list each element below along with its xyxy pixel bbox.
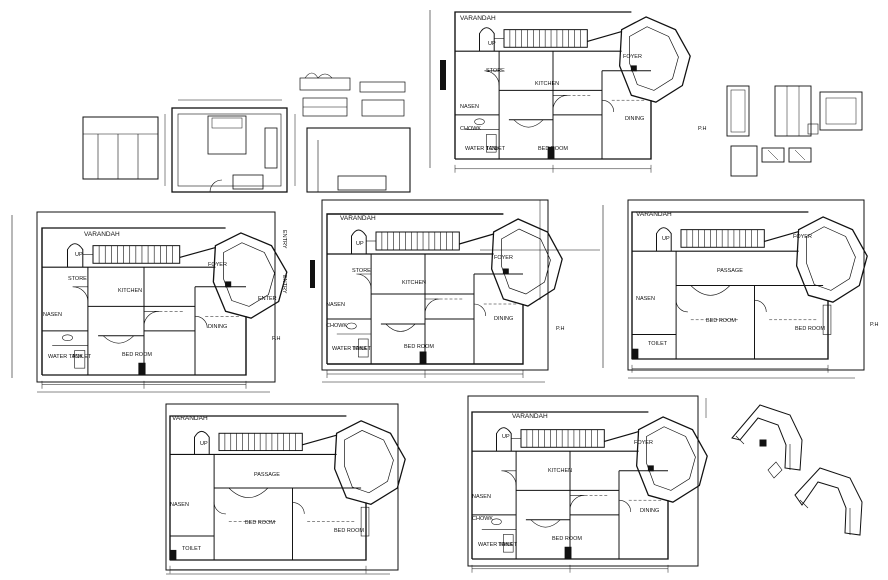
room-label: BED ROOM xyxy=(245,520,275,526)
plan-title: VARANDAH xyxy=(636,211,672,218)
room-label: NASEN xyxy=(472,494,491,500)
room-label: WATER TANK xyxy=(478,542,513,548)
room-label: BED ROOM xyxy=(706,318,736,324)
room-label: CHOWK xyxy=(472,516,493,522)
room-label: NASEN xyxy=(460,104,479,110)
room-label: BED ROOM xyxy=(334,528,364,534)
room-label: NASEN xyxy=(326,302,345,308)
room-label: TOILET xyxy=(182,546,202,552)
room-label: NASEN xyxy=(170,502,189,508)
room-label: UP xyxy=(200,441,208,447)
room-label: KITCHEN xyxy=(535,81,559,87)
room-label: UP xyxy=(356,241,364,247)
floor-plan-top: VARANDAH UP FOYER KITCHEN STORE NASEN CH… xyxy=(429,10,706,174)
room-label: STORE xyxy=(352,268,371,274)
room-label: KITCHEN xyxy=(402,280,426,286)
room-label: BED ROOM xyxy=(538,146,568,152)
plan-title: VARANDAH xyxy=(460,15,496,22)
room-label: TOILET xyxy=(498,542,518,548)
room-label: UP xyxy=(662,236,670,242)
room-label: WATER TANK xyxy=(48,354,83,360)
room-label: BED ROOM xyxy=(122,352,152,358)
room-label: TOILET xyxy=(486,146,506,152)
room-label: FOYER xyxy=(793,234,812,240)
room-label: STORE xyxy=(68,276,87,282)
room-label: UP xyxy=(502,434,510,440)
room-label: FOYER xyxy=(623,54,642,60)
room-label: FOYER xyxy=(494,255,513,261)
room-label: ENTRY xyxy=(281,275,287,294)
floor-plan-right: VARANDAH UP FOYER PASSAGE NASEN TOILET B… xyxy=(602,199,878,379)
room-label: DINING xyxy=(625,116,644,122)
plan-title: VARANDAH xyxy=(340,215,376,222)
room-label: P.H xyxy=(272,336,280,342)
room-label: CHOWK xyxy=(326,323,347,329)
room-label: TOILET xyxy=(352,346,372,352)
room-label: FOYER xyxy=(208,262,227,268)
room-label: DINING xyxy=(494,316,513,322)
room-label: BED ROOM xyxy=(552,536,582,542)
room-label: TOILET xyxy=(648,341,668,347)
room-label: BED ROOM xyxy=(404,344,434,350)
plan-title: VARANDAH xyxy=(84,231,120,238)
room-label: CHOWK xyxy=(460,126,481,132)
floor-plan-left: VARANDAH UP FOYER KITCHEN STORE NASEN WA… xyxy=(11,211,288,393)
room-label: TOILET xyxy=(72,354,92,360)
room-label: KITCHEN xyxy=(118,288,142,294)
room-label: PASSAGE xyxy=(717,268,743,274)
room-label: ENTRY xyxy=(281,230,287,249)
room-label: ENTER xyxy=(258,296,277,302)
window-details xyxy=(726,85,863,177)
room-label: STORE xyxy=(486,68,505,74)
room-label: UP xyxy=(488,41,496,47)
plan-title: VARANDAH xyxy=(172,415,208,422)
room-label: BED ROOM xyxy=(795,326,825,332)
bay-window-details xyxy=(731,404,863,536)
room-label: DINING xyxy=(208,324,227,330)
room-label: P.H xyxy=(870,322,878,328)
room-label: NASEN xyxy=(636,296,655,302)
room-label: PASSAGE xyxy=(254,472,280,478)
room-label: DINING xyxy=(640,508,659,514)
floor-plan-bottom-left: VARANDAH UP PASSAGE NASEN TOILET BED ROO… xyxy=(165,403,406,575)
plan-title: VARANDAH xyxy=(512,413,548,420)
room-label: P.H xyxy=(698,126,706,132)
room-label: FOYER xyxy=(634,440,653,446)
room-label: UP xyxy=(75,252,83,258)
floor-plan-middle: VARANDAH UP FOYER KITCHEN STORE NASEN CH… xyxy=(310,199,600,383)
furniture-layout-detail xyxy=(82,72,411,193)
floor-plan-bottom-right: VARANDAH UP FOYER KITCHEN NASEN CHOWK WA… xyxy=(467,395,708,574)
room-label: P.H xyxy=(556,326,564,332)
room-label: KITCHEN xyxy=(548,468,572,474)
room-label: WATER TANK xyxy=(332,346,367,352)
room-label: WATER TANK xyxy=(465,146,500,152)
room-label: NASEN xyxy=(43,312,62,318)
